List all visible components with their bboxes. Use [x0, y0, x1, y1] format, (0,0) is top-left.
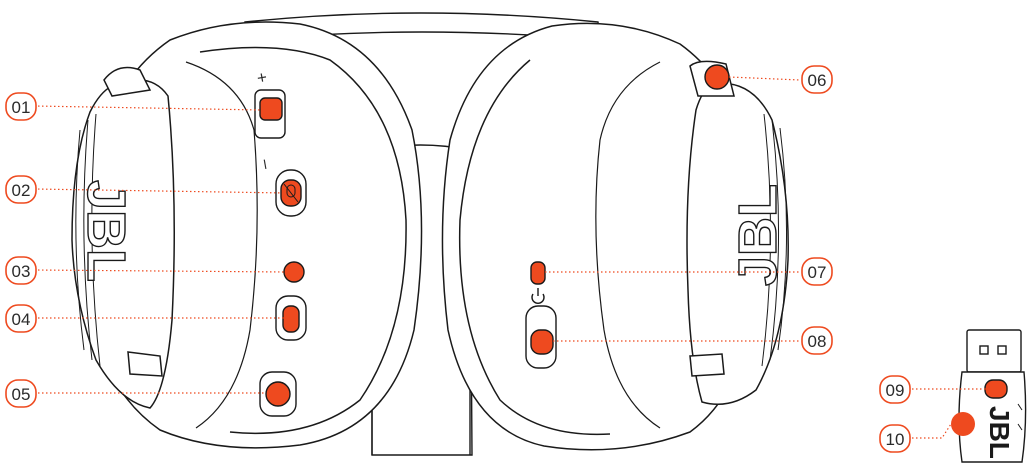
- left-outer-plate: [71, 79, 175, 409]
- callout-label: 04: [12, 310, 31, 329]
- right-outer-plate: [686, 82, 789, 405]
- callout-label: 03: [12, 262, 31, 281]
- callout-label: 05: [12, 385, 31, 404]
- leader-lines: [33, 76, 986, 439]
- left-logo: JBL: [76, 180, 136, 282]
- power-icon: [531, 288, 545, 304]
- right-hinge-bottom: [689, 353, 725, 377]
- callout-label: 06: [808, 71, 827, 90]
- boom-mic-jack[interactable]: [265, 381, 291, 407]
- volume-plus-mark: +: [255, 67, 268, 87]
- callout-label: 09: [886, 381, 905, 400]
- left-hinge-bottom: [127, 351, 163, 377]
- callout-05: 05: [5, 379, 37, 408]
- right-logo: JBL: [728, 184, 788, 286]
- callout-label: 07: [808, 263, 827, 282]
- left-earpad: [199, 46, 407, 435]
- callout-10: 10: [879, 424, 911, 453]
- right-grille: [761, 113, 788, 367]
- left-hinge: [103, 66, 152, 97]
- callout-label: 01: [12, 98, 31, 117]
- right-earpad: [458, 59, 611, 436]
- callout-label: 02: [12, 181, 31, 200]
- callout-02: 02: [5, 175, 37, 204]
- callout-label: 08: [808, 332, 827, 351]
- power-switch-knob[interactable]: [530, 329, 554, 355]
- status-led: [283, 261, 305, 283]
- mic-off-icon: [283, 183, 299, 203]
- usb-c-port[interactable]: [282, 305, 300, 333]
- callout-label: 10: [886, 430, 905, 449]
- dongle-button[interactable]: [951, 412, 975, 436]
- callout-06: 06: [801, 65, 833, 94]
- callout-03: 03: [5, 256, 37, 285]
- antenna-tip: [704, 64, 730, 90]
- dongle-logo: JBL: [984, 406, 1015, 459]
- right-controls: [525, 64, 730, 369]
- left-grille: [75, 113, 101, 367]
- callout-04: 04: [5, 304, 37, 333]
- dongle-led: [984, 379, 1008, 399]
- volume-minus-mark: –: [256, 158, 276, 171]
- usb-dongle: JBL: [951, 329, 1027, 463]
- left-earcup: JBL: [71, 21, 423, 449]
- left-controls: + –: [254, 67, 307, 417]
- power-led: [530, 261, 546, 285]
- dongle-connector: [966, 329, 1022, 373]
- callout-08: 08: [801, 326, 833, 355]
- volume-slider-knob[interactable]: [259, 97, 283, 121]
- callout-01: 01: [5, 92, 37, 121]
- callout-07: 07: [801, 257, 833, 286]
- callout-09: 09: [879, 375, 911, 404]
- dongle-body: [958, 371, 1027, 463]
- right-earcup: JBL: [441, 22, 789, 451]
